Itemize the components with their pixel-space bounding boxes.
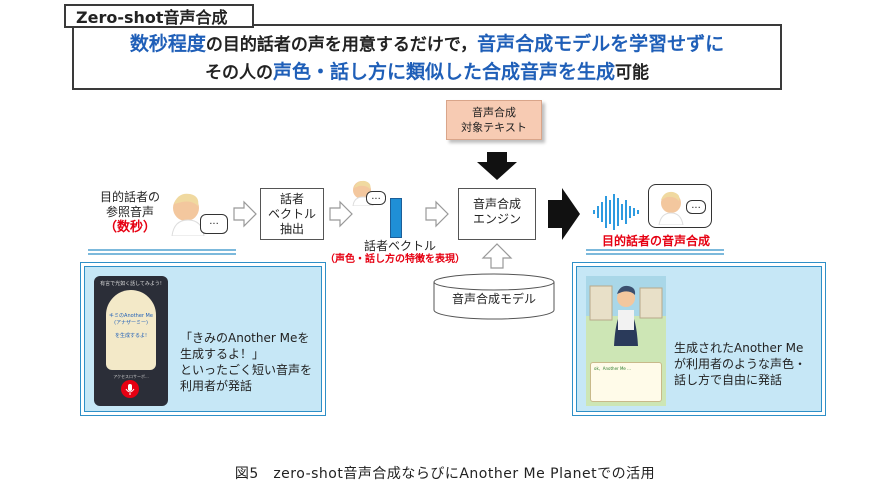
headline-emphasis: 声色・話し方に類似した合成音声を生成 xyxy=(272,61,615,83)
synthesis-engine-box: 音声合成 エンジン xyxy=(458,188,536,240)
reference-duration: （数秒） xyxy=(90,220,170,235)
arrow-up-icon xyxy=(481,243,513,269)
reference-line1: 目的話者の xyxy=(99,190,160,204)
small-speech-bubble: ... xyxy=(686,200,706,214)
extractor-line3: 抽出 xyxy=(279,222,304,236)
small-speech-bubble: ... xyxy=(366,191,386,205)
target-text-line1: 音声合成 xyxy=(472,106,516,119)
engine-line2: エンジン xyxy=(472,212,521,226)
arrow-right-icon xyxy=(425,200,449,228)
output-waveform-icon xyxy=(593,194,639,230)
phone-card-name: キミのAnother Me xyxy=(109,313,153,319)
phone-top-text: 有言で光如く話してみよう! xyxy=(100,281,162,287)
headline-line-2: その人の声色・話し方に類似した合成音声を生成可能 xyxy=(74,59,780,87)
arrow-right-solid-icon xyxy=(548,188,580,240)
microphone-icon xyxy=(125,384,135,395)
speaker-vector-extractor-box: 話者 ベクトル 抽出 xyxy=(260,188,324,240)
figure-caption: 図5 zero-shot音声合成ならびにAnother Me Planetでの活… xyxy=(234,466,656,482)
game-screenshot: ok、Another Me ... xyxy=(586,276,666,406)
right-panel-line: 話し方で自由に発話 xyxy=(674,373,783,387)
headline-emphasis: 音声合成モデルを学習せずに xyxy=(477,33,725,55)
left-panel-line: 利用者が発話 xyxy=(180,379,253,393)
right-panel-line: が利用者のような声色・ xyxy=(674,357,807,371)
output-label: 目的話者の音声合成 xyxy=(601,234,710,248)
target-text-note: 音声合成 対象テキスト xyxy=(446,100,542,140)
left-panel-line: といったごく短い音声を xyxy=(180,363,313,377)
headline-text: の目的話者の声を用意するだけで， xyxy=(205,35,478,55)
arrow-down-icon xyxy=(477,152,517,180)
headline-emphasis: 数秒程度 xyxy=(129,33,206,55)
engine-line1: 音声合成 xyxy=(472,197,521,211)
arrow-right-icon xyxy=(233,200,257,228)
speaker-vector-label: 話者ベクトル xyxy=(363,239,436,253)
left-panel-text: 「きみのAnother Meを 生成するよ！」 といったごく短い音声を 利用者が… xyxy=(180,330,312,394)
phone-card-mid: を生成するよ! xyxy=(114,333,147,339)
target-text-line2: 対象テキスト xyxy=(461,121,527,134)
paren-open: （ xyxy=(103,220,117,235)
right-panel-line: 生成されたAnother Me xyxy=(674,341,804,355)
headline-text: その人の xyxy=(204,63,273,83)
speaker-vector-bar xyxy=(390,198,402,238)
phone-card: キミのAnother Me (アナザーミー) を生成するよ! xyxy=(106,290,156,370)
arrow-right-icon xyxy=(329,200,353,228)
speech-bubble: ... xyxy=(200,214,228,234)
reference-line2: 参照音声 xyxy=(105,205,154,219)
model-label: 音声合成モデル xyxy=(451,292,536,306)
left-panel-line: 「きみのAnother Meを xyxy=(180,331,310,345)
phone-screenshot: 有言で光如く話してみよう! キミのAnother Me (アナザーミー) を生成… xyxy=(94,276,168,406)
game-dialog-box: ok、Another Me ... xyxy=(590,362,662,402)
phone-bottom-text: アクセスロサーボ... xyxy=(113,374,149,379)
headline-line-1: 数秒程度の目的話者の声を用意するだけで，音声合成モデルを学習せずに xyxy=(74,31,780,59)
paren-close: ） xyxy=(143,220,157,235)
right-panel-text: 生成されたAnother Me が利用者のような声色・ 話し方で自由に発話 xyxy=(674,340,806,388)
section-tag: Zero-shot音声合成 xyxy=(64,4,254,28)
headline-text: 可能 xyxy=(615,63,649,83)
headline-box: 数秒程度の目的話者の声を用意するだけで，音声合成モデルを学習せずに その人の声色… xyxy=(72,24,782,90)
left-panel-line: 生成するよ！」 xyxy=(180,347,265,361)
reference-audio-label: 目的話者の 参照音声 （数秒） xyxy=(90,190,170,235)
extractor-line1: 話者 xyxy=(279,192,304,206)
child-avatar-icon xyxy=(658,191,684,226)
reference-duration-value: 数秒 xyxy=(116,220,143,235)
model-database-icon xyxy=(433,273,555,320)
mic-button[interactable] xyxy=(121,380,139,398)
extractor-line2: ベクトル xyxy=(267,207,316,221)
phone-card-sub: (アナザーミー) xyxy=(114,320,148,326)
speaker-vector-note: （声色・話し方の特徴を表現） xyxy=(325,254,465,265)
